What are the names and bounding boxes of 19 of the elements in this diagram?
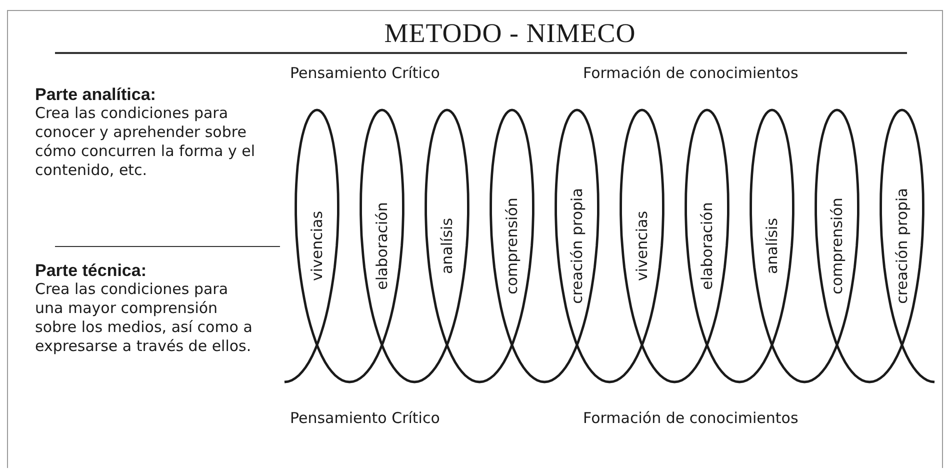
title: METODO - NIMECO (383, 18, 637, 49)
loop-label: comprensión (503, 198, 521, 294)
loop-label: comprensión (828, 198, 846, 294)
section-label: Pensamiento Crítico (290, 64, 440, 83)
loop-label: elaboración (373, 202, 391, 290)
loop-label: creación propia (568, 188, 586, 304)
section-heading: Parte técnica: (35, 261, 148, 280)
loop-label: vivencias (633, 210, 651, 282)
loop-label: vivencias (308, 210, 326, 282)
section-heading: Parte analítica: (35, 85, 157, 104)
description-text: Crea las condiciones para una mayor comprensión sobre los medios, así como a expresarse a través de ellos. (35, 280, 254, 356)
description-text: Crea las condiciones para conocer y aprehender sobre cómo concurren la forma y el contenido, etc. (35, 104, 255, 180)
section-label: Formación de conocimientos (583, 64, 798, 83)
section-label: Formación de conocimientos (583, 409, 798, 428)
loop-label: analísis (763, 218, 781, 274)
loop-label: elaboración (698, 202, 716, 290)
section-label: Pensamiento Crítico (290, 409, 440, 428)
loop-label: creación propia (893, 188, 911, 304)
loop-label: analísis (438, 218, 456, 274)
